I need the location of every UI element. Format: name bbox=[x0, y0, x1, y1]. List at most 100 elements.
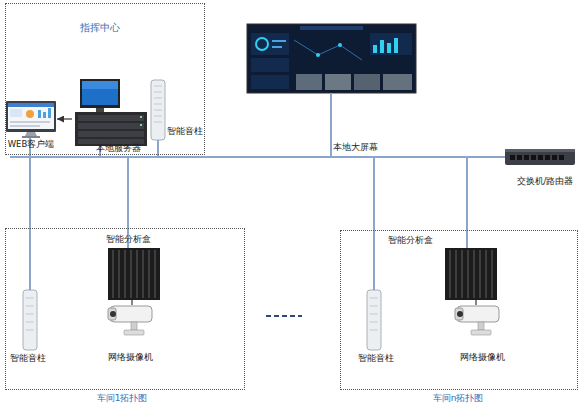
web-client-monitor-part bbox=[10, 109, 22, 117]
big-screen-part bbox=[354, 74, 380, 90]
analysis-box-part bbox=[112, 250, 114, 298]
network-link bbox=[128, 157, 505, 248]
big-screen-part bbox=[272, 40, 286, 42]
web-client-monitor-part bbox=[22, 136, 40, 138]
network-camera-part bbox=[108, 308, 116, 320]
server-computer-part bbox=[82, 81, 118, 105]
device-label: 智能音柱 bbox=[358, 353, 394, 363]
ellipsis-dashes bbox=[266, 316, 302, 317]
device-node: 本地大屏幕 bbox=[247, 24, 416, 93]
big-screen-part bbox=[394, 38, 398, 53]
device-node: 本地服务器 bbox=[72, 78, 148, 146]
big-screen-part bbox=[300, 26, 363, 30]
device-link bbox=[131, 300, 132, 305]
big-screen-part bbox=[294, 40, 362, 60]
big-screen-part bbox=[247, 24, 416, 93]
switch-router-part bbox=[524, 155, 529, 160]
speaker-column-part bbox=[154, 104, 162, 105]
big-screen bbox=[247, 24, 416, 93]
server-computer-part bbox=[140, 124, 142, 126]
web-client-monitor bbox=[6, 101, 56, 138]
speaker-column-part bbox=[26, 314, 34, 315]
speaker-column-part bbox=[154, 98, 162, 99]
analysis-box-part bbox=[445, 248, 497, 300]
analysis-box-part bbox=[136, 250, 138, 298]
server-computer-part bbox=[140, 116, 142, 118]
web-client-monitor-part bbox=[8, 103, 54, 107]
switch-router-part bbox=[505, 149, 575, 165]
server-computer-part bbox=[75, 112, 147, 146]
group-title: 指挥中心 bbox=[80, 22, 120, 34]
big-screen-part bbox=[370, 33, 412, 55]
device-node: 智能音柱 bbox=[151, 80, 165, 140]
network-camera bbox=[108, 306, 152, 335]
speaker-column-part bbox=[26, 298, 34, 299]
web-client-monitor-part bbox=[43, 112, 46, 118]
analysis-box bbox=[108, 248, 160, 300]
switch-router-part bbox=[505, 149, 575, 152]
device-link bbox=[475, 300, 476, 305]
device-label: 本地大屏幕 bbox=[333, 142, 378, 152]
speaker-column bbox=[151, 80, 165, 140]
analysis-box-part bbox=[154, 250, 156, 298]
server-computer-part bbox=[78, 123, 144, 129]
big-screen-part bbox=[251, 75, 289, 89]
big-screen-part bbox=[325, 74, 351, 90]
speaker-column-part bbox=[370, 298, 378, 299]
server-computer bbox=[75, 79, 147, 146]
speaker-column-part bbox=[154, 116, 162, 117]
web-client-monitor-part bbox=[38, 110, 41, 118]
big-screen-part bbox=[296, 74, 322, 90]
switch-router-part bbox=[552, 155, 557, 160]
speaker-column bbox=[23, 290, 37, 350]
device-label: 智能音柱 bbox=[167, 126, 203, 136]
ellipsis-dashes-part bbox=[266, 315, 302, 317]
network-camera-part bbox=[471, 330, 491, 335]
group-box: 车间n拓扑图智能分析盒智能音柱网络摄像机 bbox=[340, 230, 578, 390]
speaker-column-part bbox=[370, 330, 378, 331]
speaker-column-part bbox=[154, 122, 162, 123]
big-screen-part bbox=[251, 58, 289, 72]
analysis-box-part bbox=[455, 250, 457, 298]
switch-router-part bbox=[510, 155, 515, 160]
device-label: 智能音柱 bbox=[10, 353, 46, 363]
speaker-column-part bbox=[151, 80, 165, 140]
web-client-monitor-part bbox=[6, 101, 56, 132]
network-camera-part bbox=[478, 322, 484, 330]
device-label: 网络摄像机 bbox=[460, 352, 505, 362]
device-label: 网络摄像机 bbox=[108, 352, 153, 362]
group-title: 车间1拓扑图 bbox=[97, 393, 148, 404]
device-node: 网络摄像机 bbox=[108, 305, 156, 337]
device-link bbox=[57, 118, 72, 119]
group-box: 车间1拓扑图智能分析盒智能音柱网络摄像机 bbox=[5, 228, 245, 390]
device-node: 交换机/路由器 bbox=[505, 149, 575, 165]
device-label: 交换机/路由器 bbox=[517, 176, 574, 186]
device-label: 智能分析盒 bbox=[388, 235, 433, 245]
device-node: 智能分析盒 bbox=[445, 248, 497, 300]
switch-router-part bbox=[531, 155, 536, 160]
bus-line-part bbox=[10, 156, 31, 158]
server-computer-part bbox=[78, 131, 144, 137]
server-computer-part bbox=[96, 108, 104, 112]
network-link bbox=[374, 157, 505, 290]
analysis-box-part bbox=[467, 250, 469, 298]
device-node: 智能分析盒 bbox=[108, 248, 160, 300]
server-computer-part bbox=[82, 81, 118, 89]
device-node: 网络摄像机 bbox=[455, 305, 503, 337]
server-computer-part bbox=[78, 115, 144, 121]
network-link bbox=[158, 140, 505, 157]
analysis-box-part bbox=[461, 250, 463, 298]
analysis-box-part bbox=[449, 250, 451, 298]
group-title: 车间n拓扑图 bbox=[433, 393, 484, 404]
speaker-column-part bbox=[370, 322, 378, 323]
device-node: WEB客户端 bbox=[5, 100, 57, 138]
speaker-column-part bbox=[23, 290, 37, 350]
analysis-box-part bbox=[124, 250, 126, 298]
device-label: 本地服务器 bbox=[96, 143, 141, 153]
web-client-monitor-part bbox=[26, 110, 34, 118]
network-link bbox=[30, 157, 505, 290]
analysis-box-part bbox=[479, 250, 481, 298]
network-camera-part bbox=[131, 322, 137, 330]
speaker-column-part bbox=[154, 86, 162, 87]
switch-router-part bbox=[559, 155, 564, 160]
